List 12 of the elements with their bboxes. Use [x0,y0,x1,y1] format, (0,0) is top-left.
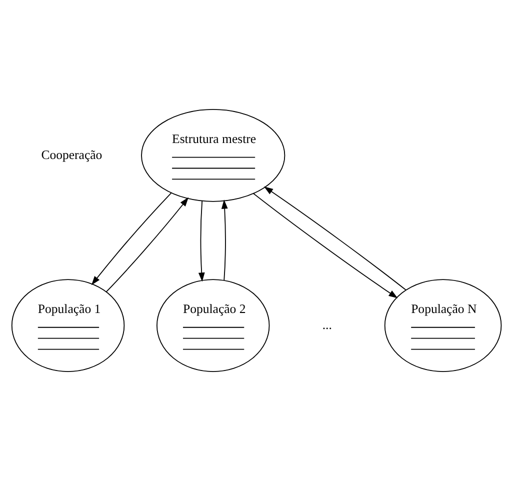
arrow [221,200,228,281]
arrow [91,192,172,286]
arrow [252,193,398,298]
node-ellipse: Estrutura mestre [141,109,286,202]
arrow [198,200,205,282]
node-ellipse: População 2 [156,279,270,372]
node-ellipse: População 1 [11,279,125,372]
label: ... [322,318,332,332]
label: Cooperação [41,148,102,162]
arrow [106,197,189,292]
arrow [264,186,406,290]
node-ellipse: População N [384,279,502,372]
